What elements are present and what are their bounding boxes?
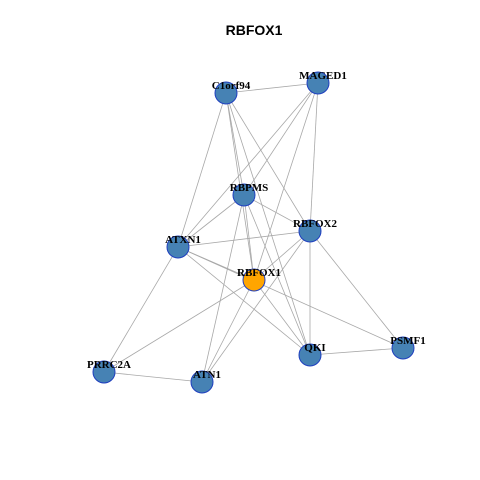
node-maged1-label: MAGED1 — [299, 70, 347, 82]
node-atxn1[interactable] — [166, 235, 190, 259]
edge-rbpms-rbfox1 — [243, 194, 255, 281]
node-qki-label: QKI — [304, 342, 325, 354]
node-atn1-label: ATN1 — [193, 369, 221, 381]
node-rbfox2[interactable] — [298, 219, 322, 243]
node-prrc2a-label: PRRC2A — [87, 359, 131, 371]
edge-qki-psmf1 — [309, 347, 404, 356]
edge-rbpms-atxn1 — [177, 194, 245, 248]
node-layer — [92, 71, 415, 394]
graph-title: RBFOX1 — [226, 22, 283, 38]
edge-rbpms-rbfox2 — [243, 194, 311, 232]
node-c1orf94[interactable] — [214, 81, 238, 105]
node-rbfox1[interactable] — [242, 268, 266, 292]
edge-c1orf94-maged1 — [225, 82, 319, 94]
node-maged1[interactable] — [306, 71, 330, 95]
edge-rbfox2-atxn1 — [177, 230, 311, 248]
node-atxn1-label: ATXN1 — [165, 234, 201, 246]
edge-rbfox2-psmf1 — [309, 230, 404, 349]
edge-atxn1-prrc2a — [103, 246, 179, 373]
edge-c1orf94-atxn1 — [177, 92, 227, 248]
edge-rbfox2-rbfox1 — [253, 230, 311, 281]
node-rbfox1-label: RBFOX1 — [237, 267, 281, 279]
edge-atxn1-qki — [177, 246, 311, 356]
node-psmf1-label: PSMF1 — [390, 335, 425, 347]
edge-prrc2a-atn1 — [103, 371, 203, 383]
edge-rbfox1-qki — [253, 279, 311, 356]
edge-maged1-rbfox2 — [309, 82, 319, 232]
edge-rbpms-atn1 — [201, 194, 245, 383]
edge-rbpms-qki — [243, 194, 311, 356]
edge-atxn1-psmf1 — [177, 246, 404, 349]
edge-rbfox1-atn1 — [201, 279, 255, 383]
node-qki[interactable] — [298, 343, 322, 367]
edge-rbfox1-prrc2a — [103, 279, 255, 373]
edge-layer — [103, 82, 404, 383]
node-rbpms[interactable] — [232, 183, 256, 207]
node-rbpms-label: RBPMS — [230, 182, 269, 194]
edge-c1orf94-rbfox2 — [225, 92, 311, 232]
node-psmf1[interactable] — [391, 336, 415, 360]
edge-maged1-atxn1 — [177, 82, 319, 248]
node-c1orf94-label: C1orf94 — [212, 80, 251, 92]
edge-c1orf94-qki — [225, 92, 311, 356]
node-prrc2a[interactable] — [92, 360, 116, 384]
node-atn1[interactable] — [190, 370, 214, 394]
edge-c1orf94-rbpms — [225, 92, 245, 196]
edge-rbfox2-atn1 — [201, 230, 311, 383]
edge-maged1-rbfox1 — [253, 82, 319, 281]
edge-maged1-rbpms — [243, 82, 319, 196]
node-rbfox2-label: RBFOX2 — [293, 218, 338, 230]
